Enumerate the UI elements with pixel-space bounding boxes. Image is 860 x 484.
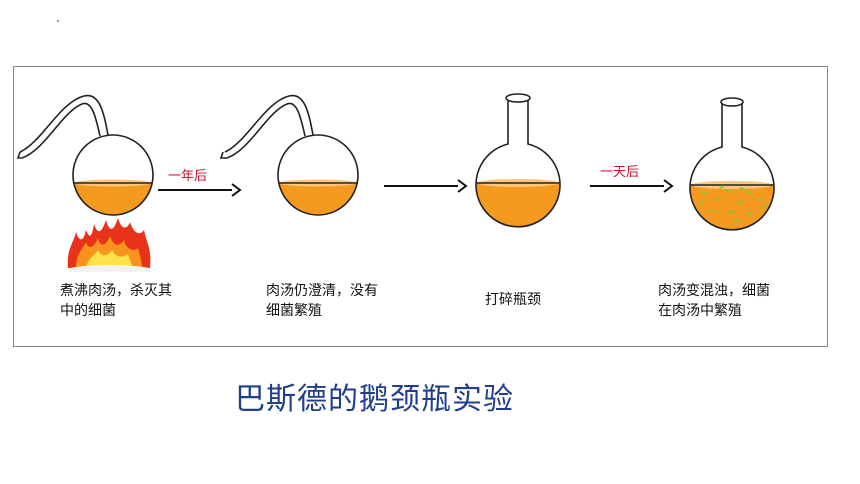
experiment-panel — [13, 66, 828, 347]
round-flask-icon — [689, 97, 775, 231]
stage-4-caption-line-2: 在肉汤中繁殖 — [658, 303, 742, 319]
stage-4-caption-line-1: 肉汤变混浊，细菌 — [658, 283, 770, 299]
stage-1-caption-line-1: 煮沸肉汤，杀灭其 — [60, 283, 172, 299]
arrow-right-icon — [384, 179, 468, 193]
stage-4-caption: 肉汤变混浊，细菌 在肉汤中繁殖 — [658, 281, 770, 321]
arrow-right-icon — [158, 183, 242, 197]
swan-neck-flask-icon — [219, 94, 359, 216]
arrow-right-icon — [590, 179, 674, 193]
stage-2-caption-line-1: 肉汤仍澄清，没有 — [266, 283, 378, 299]
stage-2-caption: 肉汤仍澄清，没有 细菌繁殖 — [266, 281, 378, 321]
stray-dot — [57, 20, 59, 22]
bacteria-icon — [699, 185, 767, 223]
stage-3-caption: 打碎瓶颈 — [485, 290, 541, 310]
page-title: 巴斯德的鹅颈瓶实验 — [235, 382, 514, 417]
arrow-label-one-day: 一天后 — [600, 165, 640, 180]
flame-icon — [67, 218, 151, 272]
round-flask-icon — [475, 93, 561, 228]
swan-neck-flask-icon — [16, 94, 154, 216]
stage-3-caption-line-1: 打碎瓶颈 — [485, 292, 541, 308]
stage-1-caption-line-2: 中的细菌 — [60, 303, 116, 319]
arrow-label-one-year: 一年后 — [168, 169, 208, 184]
stage-1-caption: 煮沸肉汤，杀灭其 中的细菌 — [60, 281, 172, 321]
stage-2-caption-line-2: 细菌繁殖 — [266, 303, 322, 319]
